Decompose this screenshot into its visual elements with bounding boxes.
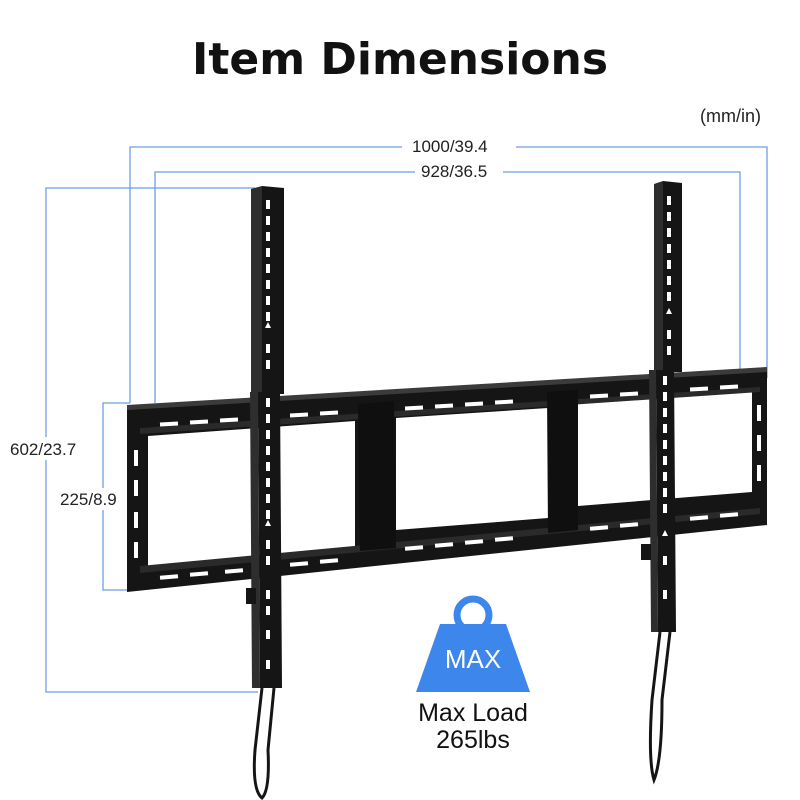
- overall-width-label: 1000/39.4: [412, 137, 488, 156]
- wall-plate: [127, 367, 767, 592]
- right-mounting-arm: [641, 181, 682, 785]
- hole-spacing-width-label: 928/36.5: [421, 162, 487, 181]
- dimension-lines: [45, 146, 768, 693]
- max-load-value: 265lbs: [436, 726, 510, 754]
- units-label: (mm/in): [700, 106, 761, 126]
- left-mounting-arm: [246, 186, 284, 800]
- max-load-caption: Max Load 265lbs: [375, 700, 571, 754]
- page-title: Item Dimensions: [191, 34, 609, 85]
- frame-height-label: 225/8.9: [60, 490, 117, 509]
- max-load-title: Max Load: [418, 699, 528, 727]
- weight-icon: MAX: [416, 595, 530, 692]
- overall-height-label: 602/23.7: [10, 440, 76, 459]
- weight-icon-label: MAX: [445, 644, 501, 674]
